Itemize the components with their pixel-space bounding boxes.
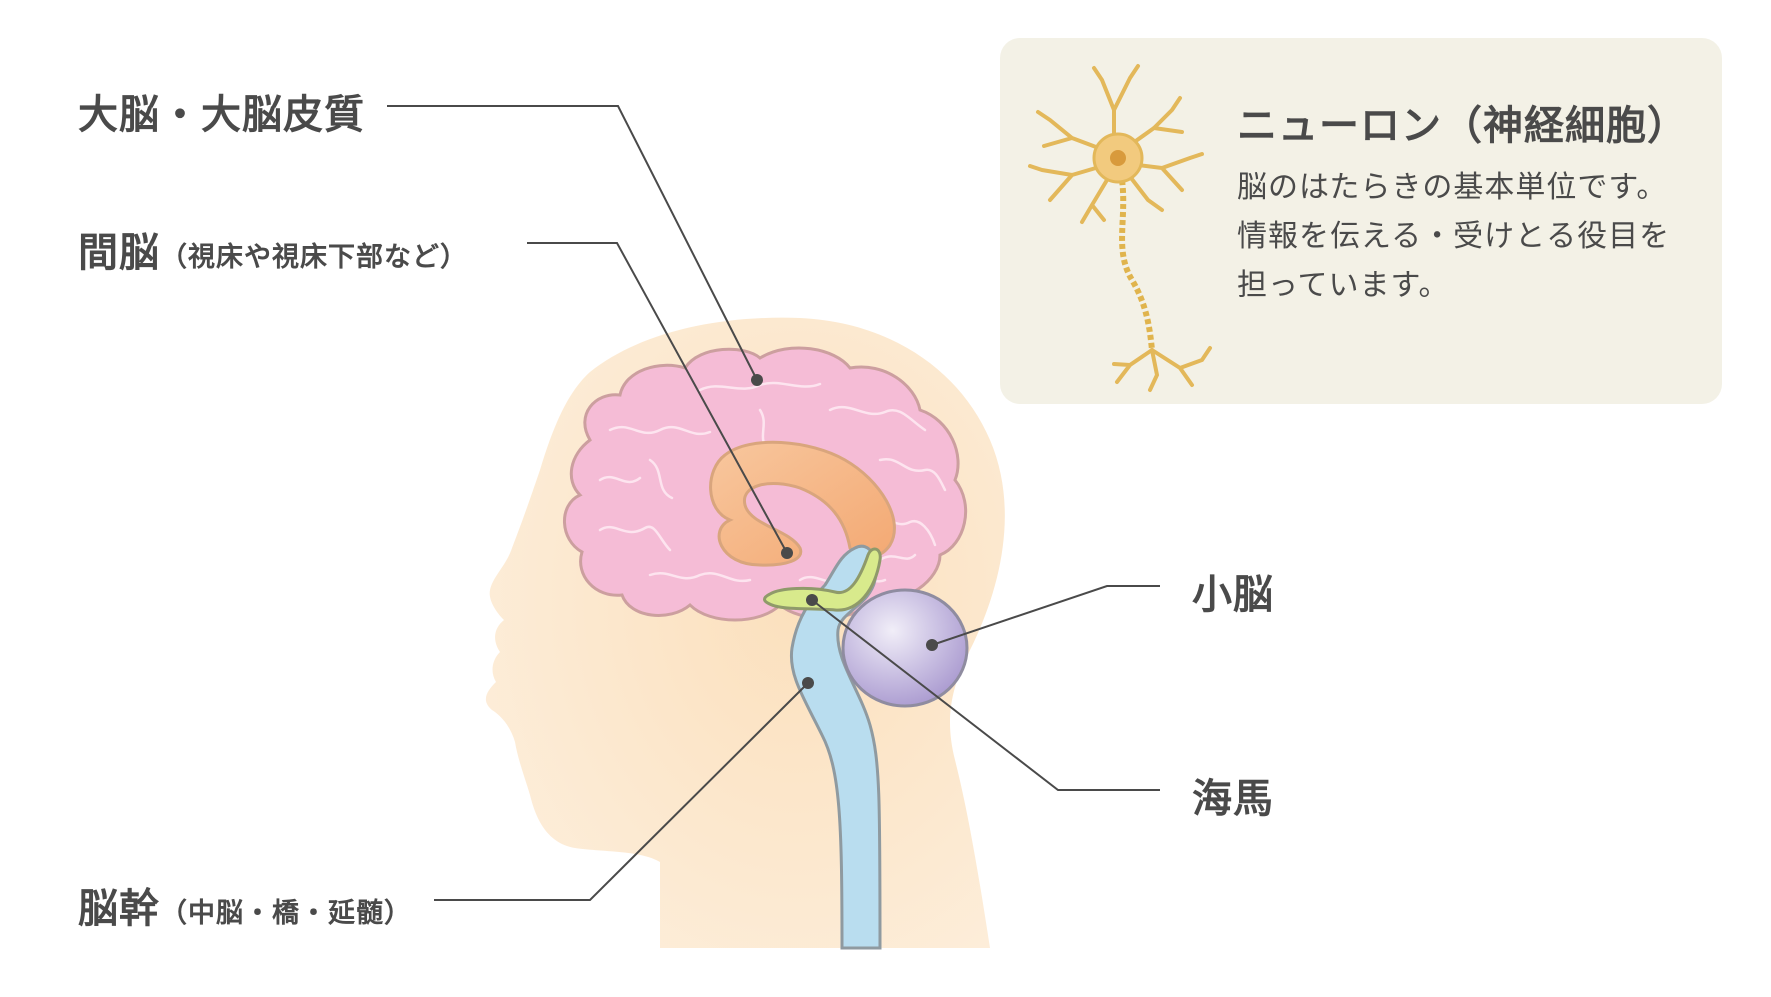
dot-hippocampus [806, 594, 818, 606]
cerebellum [841, 588, 969, 708]
label-hippocampus: 海馬 [1192, 766, 1274, 824]
label-hippocampus-text: 海馬 [1192, 776, 1274, 822]
leader-lines [387, 105, 1160, 901]
neuron-title: ニューロン（神経細胞） [1237, 103, 1688, 149]
neuron-description: 脳のはたらきの基本単位です。 情報を伝える・受けとる役目を 担っています。 [1237, 163, 1670, 310]
dot-cerebrum [751, 374, 763, 386]
neuron-icon [1028, 64, 1212, 392]
label-cerebrum: 大脳・大脳皮質 [78, 82, 365, 140]
neuron-desc-line-2: 情報を伝える・受けとる役目を [1237, 219, 1671, 254]
dot-cerebellum [926, 639, 938, 651]
leader-cerebellum [931, 585, 1160, 646]
label-brainstem-note: （中脳・橋・延髄） [160, 898, 412, 929]
leader-brainstem [434, 682, 809, 901]
label-cerebellum-text: 小脳 [1192, 572, 1274, 618]
axon [1119, 179, 1155, 351]
neuron-info-panel: ニューロン（神経細胞） 脳のはたらきの基本単位です。 情報を伝える・受けとる役目… [1000, 38, 1722, 404]
label-cerebrum-text: 大脳・大脳皮質 [78, 92, 365, 138]
label-brainstem-text: 脳幹 [78, 886, 160, 932]
hippocampus [763, 547, 882, 612]
label-diencephalon: 間脳（視床や視床下部など） [78, 220, 468, 278]
label-diencephalon-note: （視床や視床下部など） [160, 242, 468, 273]
label-cerebellum: 小脳 [1192, 562, 1274, 620]
neuron-desc-line-1: 脳のはたらきの基本単位です。 [1237, 170, 1668, 205]
neuron-desc-line-3: 担っています。 [1237, 268, 1450, 303]
label-diencephalon-text: 間脳 [78, 230, 160, 276]
leader-hippocampus [811, 599, 1160, 791]
label-brainstem: 脳幹（中脳・橋・延髄） [78, 876, 412, 934]
leader-diencephalon [527, 242, 788, 554]
dot-brainstem [802, 677, 814, 689]
leader-cerebrum [387, 105, 758, 381]
brainstem [789, 544, 882, 950]
dot-diencephalon [781, 547, 793, 559]
diencephalon [709, 440, 896, 567]
